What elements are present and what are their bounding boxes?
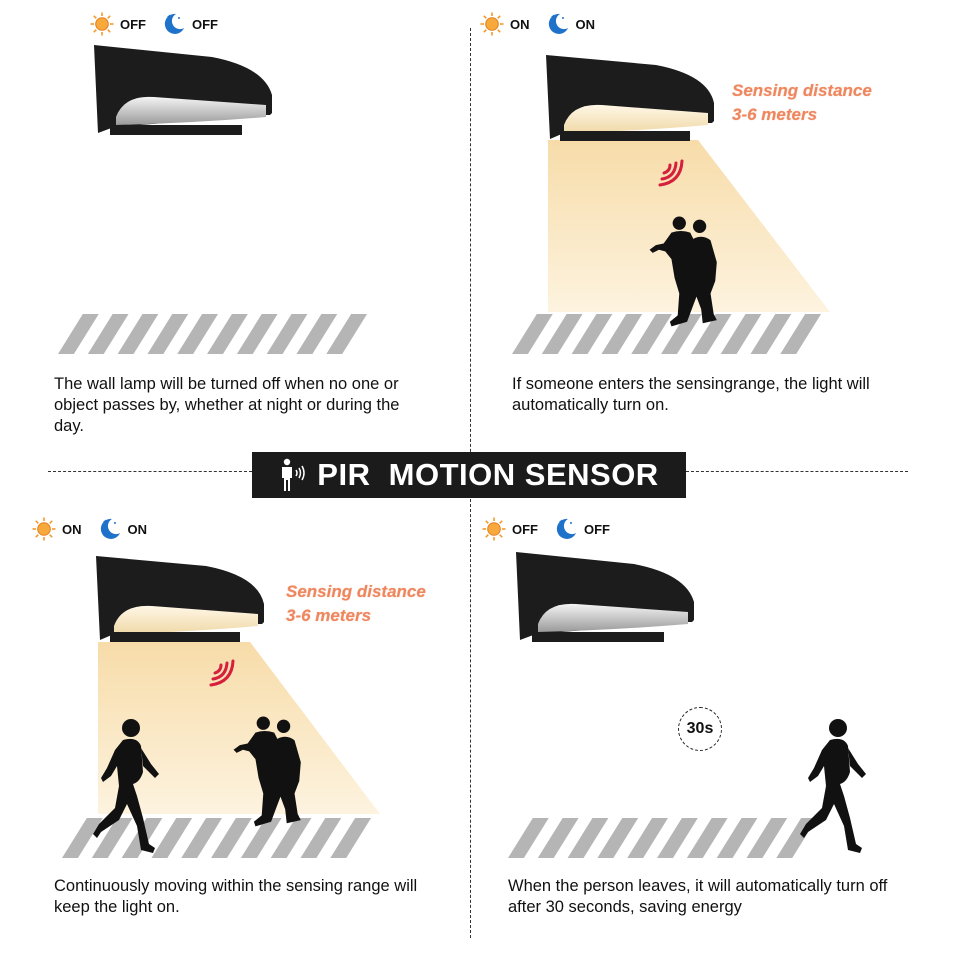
day-state: ON: [62, 521, 82, 537]
sensing-line1: Sensing distance: [286, 582, 426, 601]
signal-waves-icon: [209, 657, 239, 687]
wall-lamp-on: [96, 556, 264, 642]
night-state: ON: [127, 521, 148, 537]
signal-waves-icon: [658, 157, 688, 187]
panel2-description: If someone enters the sensingrange, the …: [512, 375, 870, 414]
sun-icon: [480, 12, 504, 36]
moon-icon: [162, 12, 186, 36]
sensing-line2: 3-6 meters: [732, 105, 818, 124]
panel1-status: OFF OFF: [90, 12, 218, 36]
floor-stripes: [508, 818, 826, 858]
floor-stripes: [58, 314, 376, 354]
sensing-distance-label: Sensing distance 3-6 meters: [286, 580, 426, 628]
night-state: OFF: [584, 521, 610, 537]
sensing-line2: 3-6 meters: [286, 606, 372, 625]
title-banner: PIR MOTION SENSOR: [252, 452, 686, 498]
day-state: ON: [510, 16, 530, 32]
horizontal-divider-right: [686, 471, 908, 472]
person-motion-icon: [282, 458, 306, 491]
moon-icon: [554, 517, 578, 541]
wall-lamp-off: [94, 45, 272, 135]
panel3-status: ON ON: [32, 517, 147, 541]
day-state: OFF: [512, 521, 538, 537]
sun-icon: [32, 517, 56, 541]
running-person-silhouette: [800, 716, 870, 856]
night-state: ON: [575, 16, 596, 32]
sun-icon: [90, 12, 114, 36]
panel3-description: Continuously moving within the sensing r…: [54, 877, 418, 916]
light-beam: [98, 642, 380, 814]
page-title: PIR MOTION SENSOR: [317, 457, 659, 492]
panel2-status: ON ON: [480, 12, 595, 36]
wall-lamp-on: [546, 55, 714, 141]
sensing-distance-label: Sensing distance 3-6 meters: [732, 79, 872, 127]
night-state: OFF: [192, 16, 218, 32]
moon-icon: [98, 517, 122, 541]
horizontal-divider-left: [48, 471, 252, 472]
walking-couple-silhouette: [648, 204, 734, 344]
wall-lamp-off: [516, 552, 694, 642]
timer-badge: 30s: [678, 707, 722, 751]
light-beam: [548, 140, 830, 312]
moon-icon: [546, 12, 570, 36]
sun-icon: [482, 517, 506, 541]
running-person-silhouette: [93, 716, 163, 856]
day-state: OFF: [120, 16, 146, 32]
walking-couple-silhouette: [232, 704, 318, 844]
panel4-status: OFF OFF: [482, 517, 610, 541]
sensing-line1: Sensing distance: [732, 81, 872, 100]
panel1-description: The wall lamp will be turned off when no…: [54, 375, 400, 435]
panel4-description: When the person leaves, it will automati…: [508, 877, 888, 916]
